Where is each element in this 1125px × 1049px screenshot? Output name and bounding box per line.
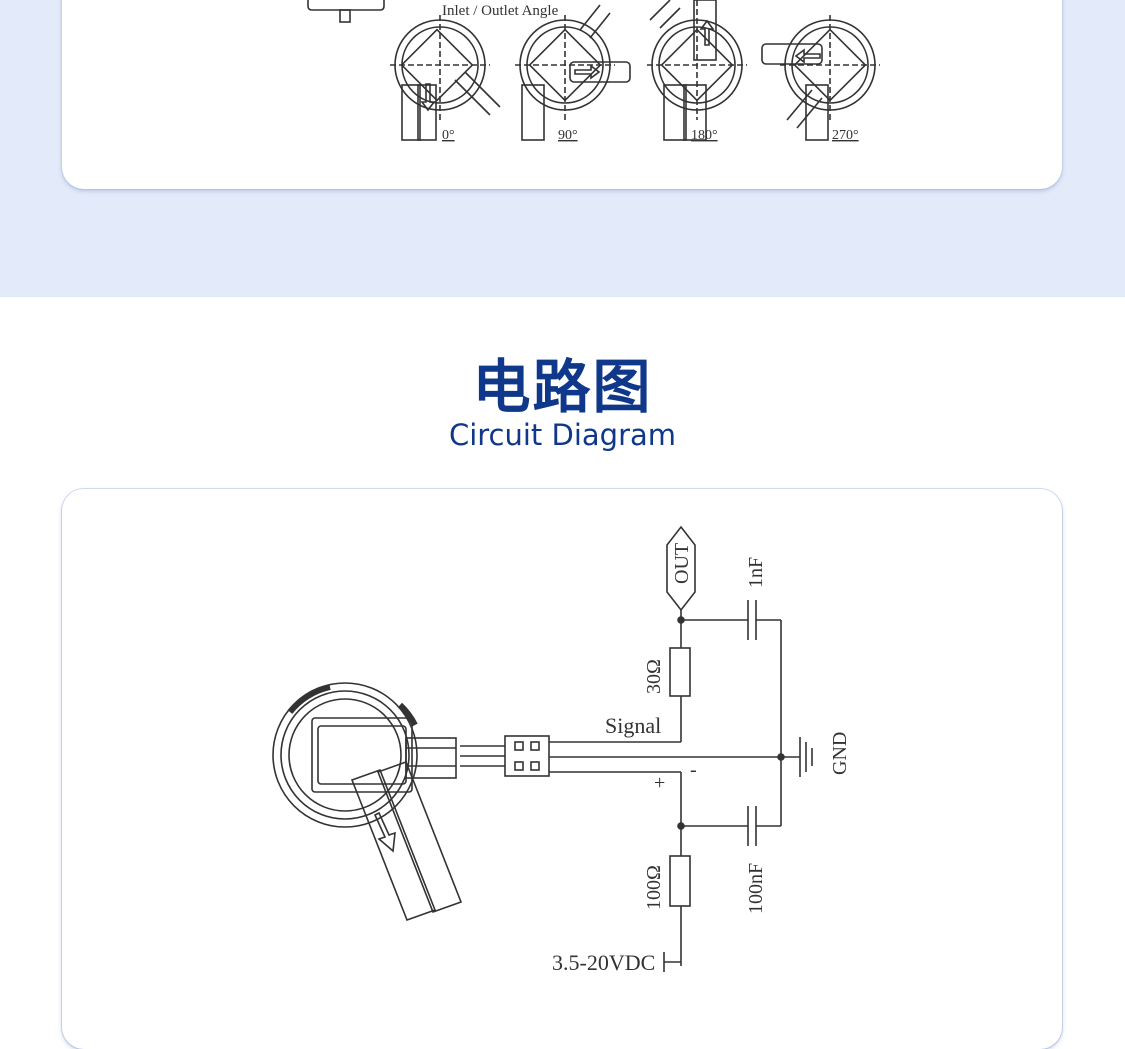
signal-label: Signal xyxy=(605,713,661,738)
pump-180deg xyxy=(647,0,747,141)
cap-top-label: 1nF xyxy=(745,557,767,588)
pump-0deg xyxy=(390,15,501,141)
out-label: OUT xyxy=(671,543,693,584)
gnd-label: GND xyxy=(829,732,851,775)
angle-caption: Inlet / Outlet Angle xyxy=(442,3,559,19)
pump-270deg xyxy=(761,15,880,141)
pump-90deg xyxy=(515,4,631,141)
diagram-canvas: Inlet / Outlet Angle 0° 90° 180° 270° xyxy=(272,0,880,975)
angle-label-270: 270° xyxy=(832,128,859,143)
supply-label: 3.5-20VDC xyxy=(552,950,655,975)
plus-label: + xyxy=(654,772,665,794)
angle-label-180: 180° xyxy=(691,128,718,143)
angle-label-0: 0° xyxy=(442,128,455,143)
resistor-bottom-label: 100Ω xyxy=(643,865,665,910)
circuit-schematic xyxy=(272,525,813,972)
circuit-card xyxy=(62,489,1062,1049)
cap-bottom-label: 100nF xyxy=(745,863,767,914)
flow-sensor-drawing xyxy=(272,682,550,922)
section-title-en: Circuit Diagram xyxy=(448,418,677,452)
section-title-zh: 电路图 xyxy=(472,353,653,421)
angle-card xyxy=(62,0,1062,189)
angle-label-90: 90° xyxy=(558,128,578,143)
resistor-top-label: 30Ω xyxy=(643,659,665,694)
angle-drawings xyxy=(307,0,880,141)
minus-label: - xyxy=(690,759,697,781)
